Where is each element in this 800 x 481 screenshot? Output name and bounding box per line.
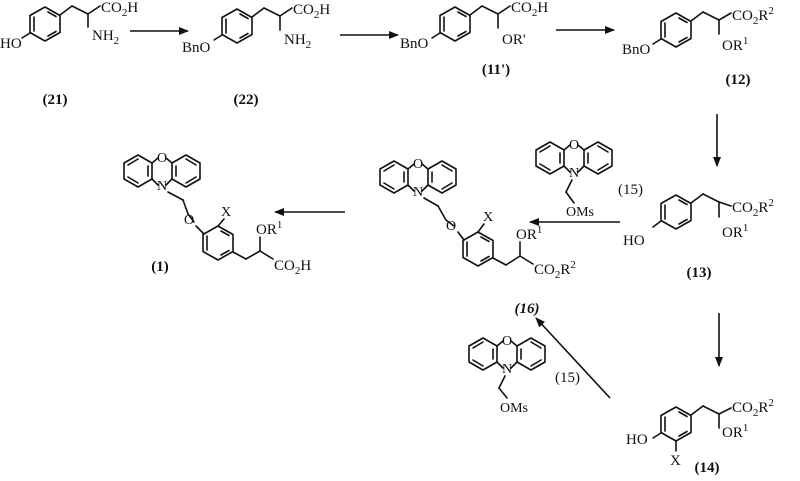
alkoxy-label: OR1 bbox=[256, 219, 282, 238]
benzyloxy-label: BnO bbox=[622, 42, 651, 58]
compound-12: BnO CO2R2 OR1 (12) bbox=[622, 5, 774, 88]
arrow-14-to-16 bbox=[535, 317, 611, 399]
ring-oxygen-label: O bbox=[157, 151, 167, 166]
amine-label: NH2 bbox=[284, 32, 311, 51]
ring-nitrogen-label: N bbox=[569, 166, 579, 181]
hydroxy-label: HO bbox=[626, 432, 648, 448]
x-substituent-label: X bbox=[221, 205, 231, 220]
hydroxy-label: HO bbox=[0, 36, 22, 52]
carboxyl-label: CO2H bbox=[293, 2, 330, 21]
compound-1: O N O X OR1 CO2H (1) bbox=[123, 151, 311, 277]
ring-oxygen-label: O bbox=[413, 157, 423, 172]
compound-label-12: (12) bbox=[726, 72, 751, 88]
alkoxy-label: OR1 bbox=[722, 422, 748, 441]
ether-oxygen-label: O bbox=[446, 219, 456, 234]
x-substituent-label: X bbox=[483, 210, 493, 225]
reagent-15-lower: O N OMs (15) bbox=[468, 334, 580, 416]
mesylate-label: OMs bbox=[566, 205, 594, 220]
benzyloxy-label: BnO bbox=[182, 40, 211, 56]
compound-label-11-prime: (11') bbox=[482, 62, 510, 78]
compound-label-13: (13) bbox=[687, 265, 712, 281]
carboxyl-label: CO2H bbox=[101, 0, 138, 19]
compound-11-prime: BnO CO2H OR' (11') bbox=[400, 0, 548, 78]
ester-label: CO2R2 bbox=[732, 197, 774, 219]
ring-nitrogen-label: N bbox=[413, 185, 423, 200]
ester-label: CO2R2 bbox=[534, 259, 576, 281]
compound-21: HO CO2H NH2 (21) bbox=[0, 0, 138, 108]
reagent-label-15: (15) bbox=[618, 182, 643, 198]
ring-oxygen-label: O bbox=[502, 334, 512, 349]
compound-label-22: (22) bbox=[234, 92, 259, 108]
mesylate-label: OMs bbox=[500, 401, 528, 416]
compound-16: O N O X OR1 CO2R2 (16) bbox=[379, 157, 576, 317]
carboxyl-label: CO2H bbox=[511, 0, 548, 19]
reagent-label-15: (15) bbox=[555, 370, 580, 386]
ring-oxygen-label: O bbox=[569, 138, 579, 153]
compound-label-16: (16) bbox=[515, 301, 540, 317]
hydroxy-label: HO bbox=[623, 233, 645, 249]
ring-nitrogen-label: N bbox=[157, 179, 167, 194]
ester-label: CO2R2 bbox=[732, 5, 774, 27]
alkoxy-label: OR' bbox=[502, 32, 526, 48]
compound-label-21: (21) bbox=[43, 92, 68, 108]
alkoxy-label: OR1 bbox=[722, 35, 748, 54]
ether-oxygen-label: O bbox=[184, 213, 194, 228]
alkoxy-label: OR1 bbox=[722, 222, 748, 241]
amine-label: NH2 bbox=[92, 28, 119, 47]
compound-22: BnO CO2H NH2 (22) bbox=[182, 2, 330, 108]
compound-label-1: (1) bbox=[151, 259, 169, 275]
compound-13: HO CO2R2 OR1 (13) bbox=[623, 193, 774, 281]
compound-label-14: (14) bbox=[695, 460, 720, 476]
ester-label: CO2R2 bbox=[732, 397, 774, 419]
compound-14: HO X CO2R2 OR1 (14) bbox=[626, 397, 774, 476]
alkoxy-label: OR1 bbox=[516, 224, 542, 243]
x-substituent-label: X bbox=[670, 453, 681, 469]
carboxyl-label: CO2H bbox=[274, 258, 311, 277]
ring-nitrogen-label: N bbox=[502, 362, 512, 377]
reagent-15-upper: O N OMs (15) bbox=[535, 138, 643, 220]
benzyloxy-label: BnO bbox=[400, 36, 429, 52]
